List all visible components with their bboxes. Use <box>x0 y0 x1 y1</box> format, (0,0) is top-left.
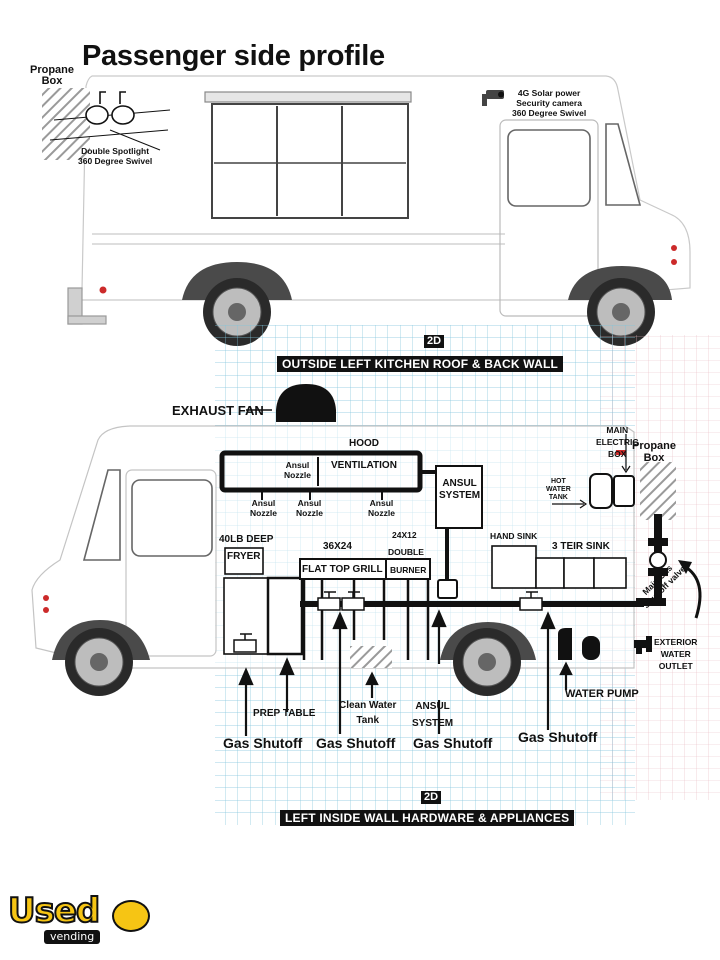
burner-label: BURNER <box>390 565 427 575</box>
hot-water-tank-shape <box>589 473 613 509</box>
fryer-label: FRYER <box>227 551 261 562</box>
ansul-nozzle-2: Ansul Nozzle <box>250 498 277 518</box>
ansul-system-bottom-label: ANSUL SYSTEM <box>412 701 454 729</box>
clean-water-tank-label: Clean Water Tank <box>339 700 397 726</box>
prep-table-label: PREP TABLE <box>253 708 316 719</box>
bottom-truck <box>31 425 635 669</box>
grill-label: FLAT TOP GRILL <box>302 564 383 575</box>
fryer-size-label: 40LB DEEP <box>219 534 274 545</box>
propane-box-right <box>640 462 676 520</box>
ventilation-label: VENTILATION <box>331 460 397 471</box>
spotlight-label: Double Spotlight 360 Degree Swivel <box>78 146 153 166</box>
exterior-water-outlet-label: EXTERIOR WATER OUTLET <box>654 637 698 671</box>
propane-box-label: Propane Box <box>30 64 75 87</box>
water-pump-shape <box>558 628 572 660</box>
propane-pipe <box>636 514 668 606</box>
hand-sink-label: HAND SINK <box>490 531 538 541</box>
logo-sub-text: vending <box>44 930 101 944</box>
ansul-nozzle-1: Ansul Nozzle <box>284 460 311 480</box>
hot-water-tank-label: HOT WATER TANK <box>546 478 571 501</box>
propane-box-right-label: Propane Box <box>632 440 677 464</box>
exhaust-fan-label: EXHAUST FAN <box>172 403 264 418</box>
electric-box-shape <box>613 475 635 507</box>
gas-shutoff-label-3: Gas Shutoff <box>413 735 493 751</box>
gas-valve-icons <box>233 591 543 653</box>
grill-size-label: 36X24 <box>323 541 352 552</box>
gas-shutoff-label-4: Gas Shutoff <box>518 729 598 745</box>
pig-icon <box>112 900 150 932</box>
hood-label: HOOD <box>349 438 379 449</box>
ansul-nozzle-3: Ansul Nozzle <box>296 498 323 518</box>
pointer-arrows <box>238 609 573 736</box>
page-title: Passenger side profile <box>82 40 385 72</box>
ansul-system-box <box>435 465 483 529</box>
section1-banner: OUTSIDE LEFT KITCHEN ROOF & BACK WALL <box>277 356 564 372</box>
ansul-nozzle-4: Ansul Nozzle <box>368 498 395 518</box>
bottom-wheels <box>52 620 536 696</box>
fryer-shape <box>224 547 264 575</box>
bottom-tail-light-2 <box>43 607 49 613</box>
prep-table-shape <box>266 576 304 656</box>
top-truck <box>67 75 691 325</box>
section2-banner: LEFT INSIDE WALL HARDWARE & APPLIANCES <box>280 810 575 826</box>
propane-box-top <box>42 88 90 160</box>
gas-shutoff-label-1: Gas Shutoff <box>223 735 303 751</box>
double-label: DOUBLE <box>388 547 424 557</box>
camera-icon <box>482 90 504 106</box>
spotlight-icon <box>49 91 171 151</box>
bottom-tail-light-1 <box>43 595 49 601</box>
ansul-system-label: ANSUL SYSTEM <box>439 478 481 501</box>
gas-shutoff-label-2: Gas Shutoff <box>316 735 396 751</box>
main-electric-box-label: MAIN ELECTRIC BOX <box>596 425 639 459</box>
section2-tag: 2D <box>421 791 442 804</box>
section1-tag: 2D <box>424 335 445 348</box>
logo-main-text: Used <box>7 891 101 931</box>
used-vending-logo: Used vending <box>7 891 158 952</box>
camera-label: 4G Solar power Security camera 360 Degre… <box>512 88 587 118</box>
hand-sink-shape <box>491 545 537 589</box>
clean-water-tank-shape <box>350 646 392 668</box>
water-pump-label: WATER PUMP <box>565 688 639 700</box>
exhaust-fan-shape <box>276 384 336 422</box>
three-sink-shape <box>535 557 627 589</box>
faucet-icon <box>634 636 652 654</box>
burner-size-label: 24X12 <box>392 530 417 540</box>
three-teir-sink-label: 3 TEIR SINK <box>552 541 610 552</box>
